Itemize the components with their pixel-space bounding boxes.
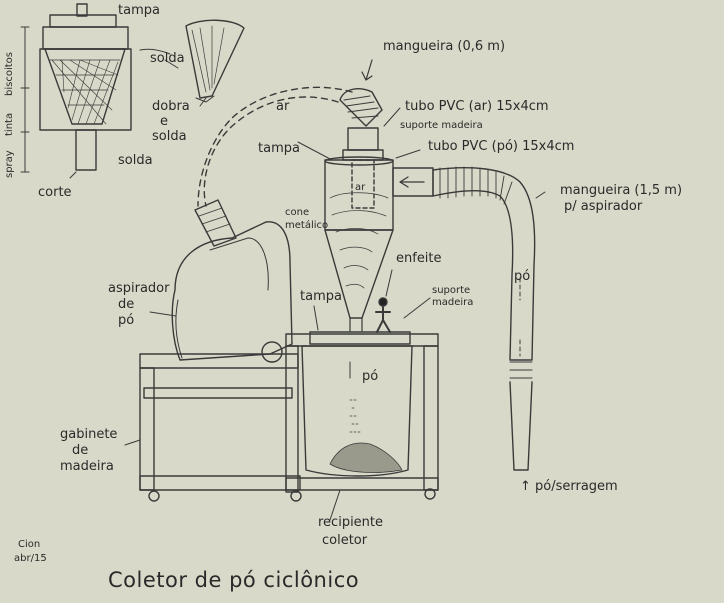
label-suporte: suporte xyxy=(432,285,471,296)
label-gabinete-madeira: madeira xyxy=(60,459,114,474)
page-title: Coletor de pó ciclônico xyxy=(108,568,360,592)
label-gabinete: gabinete xyxy=(60,427,118,442)
label-ar-inside: ar xyxy=(355,182,366,193)
label-corte: corte xyxy=(38,185,72,200)
vacuum-drawing xyxy=(171,221,293,363)
label-e: e xyxy=(160,114,168,129)
cabinet-drawing xyxy=(139,333,439,502)
label-suporte-madeira-top: suporte madeira xyxy=(400,120,483,131)
label-p-aspirador: p/ aspirador xyxy=(564,199,643,214)
label-spray: spray xyxy=(4,150,15,178)
label-tubo-po: tubo PVC (pó) 15x4cm xyxy=(428,139,575,154)
label-serragem: ↑ pó/serragem xyxy=(520,479,618,494)
annotation-arrows xyxy=(124,107,546,521)
label-po-hose: pó xyxy=(514,269,531,284)
label-aspirador-de: de xyxy=(118,297,135,312)
label-coletor: coletor xyxy=(322,533,368,548)
label-metalico: metálico xyxy=(285,220,329,231)
label-solda-bottom: solda xyxy=(118,153,153,168)
signature-date: abr/15 xyxy=(14,553,47,564)
label-solda-top: solda xyxy=(150,51,185,66)
label-tinta: tinta xyxy=(4,112,15,136)
label-dobra: dobra xyxy=(152,99,190,114)
cyclone-drawing xyxy=(309,156,536,471)
label-tampa-top: tampa xyxy=(258,141,300,156)
signature-name: Cion xyxy=(18,539,41,550)
label-mangueira-big: mangueira (1,5 m) xyxy=(560,183,683,198)
label-aspirador: aspirador xyxy=(108,281,170,296)
label-mangueira-small: mangueira (0,6 m) xyxy=(383,39,506,54)
label-recipiente: recipiente xyxy=(318,515,384,530)
label-tampa-mid: tampa xyxy=(300,289,342,304)
air-hose-drawing xyxy=(194,59,384,247)
label-gabinete-de: de xyxy=(72,443,89,458)
label-po-bin: pó xyxy=(362,369,379,384)
label-biscoitos: biscoitos xyxy=(4,52,15,96)
label-detail-tampa: tampa xyxy=(118,3,160,18)
label-aspirador-po: pó xyxy=(118,313,135,328)
label-ar-arrow: ar xyxy=(276,99,290,114)
detail-cone-drawing xyxy=(20,3,245,179)
label-tubo-ar: tubo PVC (ar) 15x4cm xyxy=(405,99,549,114)
label-solda-fold: solda xyxy=(152,129,187,144)
label-enfeite: enfeite xyxy=(396,251,442,266)
label-madeira: madeira xyxy=(432,297,474,308)
label-cone: cone xyxy=(285,207,310,218)
